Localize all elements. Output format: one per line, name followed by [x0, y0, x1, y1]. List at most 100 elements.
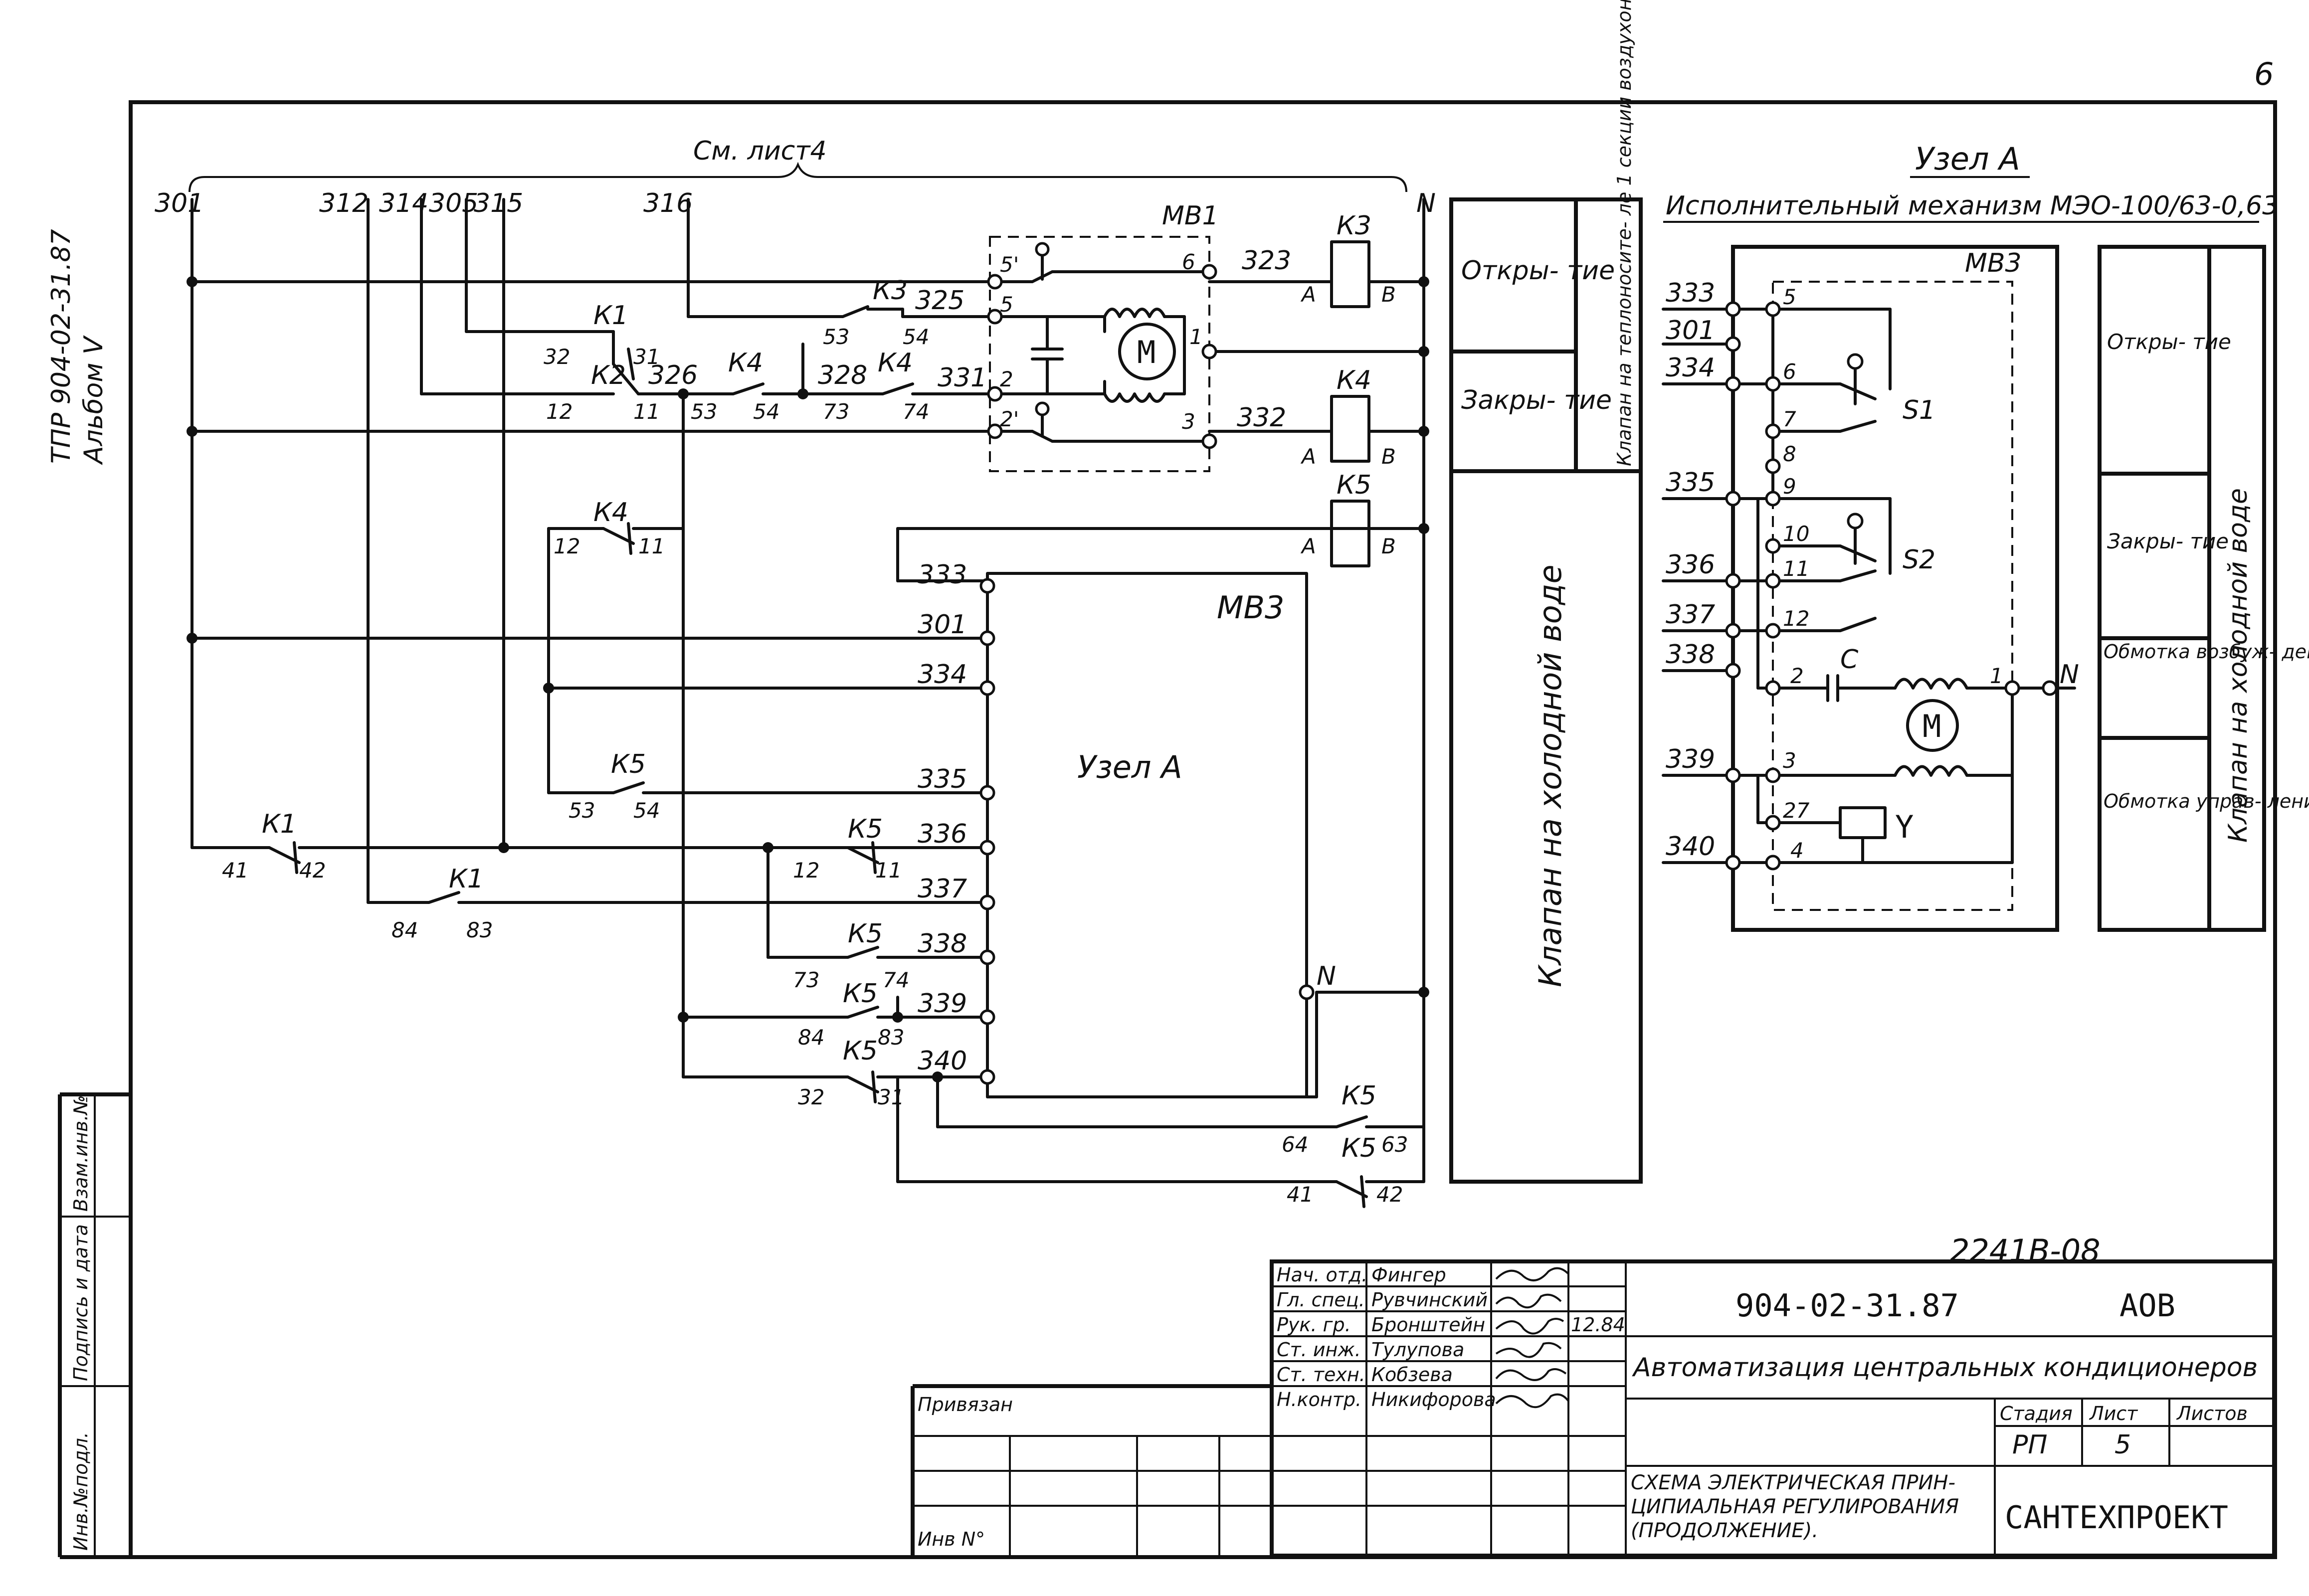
title-block-staff: Нач. отд. Гл. спец. Рук. гр. Ст. инж. Ст… [1277, 1264, 1625, 1411]
lower-labels: К4 12 11 333 301 334 К5 53 54 335 К1 41 … [222, 498, 1408, 1207]
label-k1-upper: К1 [593, 301, 628, 331]
label-31-340: 31 [878, 1085, 904, 1109]
mb1-internals [993, 242, 1211, 443]
wire-336: 336 [918, 819, 967, 849]
label-2: 2 [1000, 367, 1013, 391]
label-328: 328 [818, 360, 867, 390]
role-0: Нач. отд. [1277, 1264, 1367, 1286]
signature-3 [1495, 1342, 1562, 1358]
signature-1 [1495, 1293, 1562, 1309]
label-74: 74 [903, 399, 929, 424]
k3-coil-label: К3 [1337, 211, 1371, 241]
mb3-n-label: N [1317, 961, 1336, 991]
sign-date: 12.84 [1571, 1314, 1625, 1336]
mb1-label: МВ1 [1162, 201, 1219, 231]
label-53-lower: 53 [569, 798, 595, 823]
node-a-term-2: 2 [1790, 664, 1804, 688]
stamp-sign-date: Подпись и дата [70, 1224, 92, 1381]
bus-label-316: 316 [643, 188, 693, 218]
node-a-table-control: Обмотка управ- ления [2104, 790, 2309, 812]
node-a-subtitle: Исполнительный механизм МЭО-100/63-0,63 [1666, 191, 2279, 221]
label-73-338: 73 [793, 968, 819, 992]
function-close: Закры- тие [1461, 385, 1612, 415]
bus-label-n: N [1416, 188, 1436, 218]
label-73: 73 [823, 399, 849, 424]
bus-label-305: 305 [429, 188, 478, 218]
signature-0 [1495, 1267, 1569, 1281]
name-5: Никифорова [1371, 1389, 1496, 1411]
drawing-number: 2241В-08 [1950, 1233, 2101, 1269]
role-2: Рук. гр. [1277, 1314, 1351, 1336]
drawing-frame [58, 100, 2277, 1559]
label-1: 1 [1189, 325, 1203, 349]
label-k4-contact: К4 [878, 348, 913, 378]
wire-335: 335 [918, 764, 967, 794]
stamp-orig-inv: Инв.№подл. [70, 1432, 92, 1551]
see-sheet-note: См. лист4 [693, 136, 827, 166]
node-a-term-5: 5 [1783, 285, 1796, 309]
label-84: 84 [391, 918, 418, 942]
contact-symbols-top [612, 305, 914, 395]
label-12-336: 12 [793, 858, 819, 883]
node-a-labels: 333 301 334 335 336 337 338 339 340 5 6 … [1666, 278, 2079, 863]
label-k4-lower: К4 [593, 498, 628, 528]
mb3-label: МВ3 [1217, 589, 1284, 626]
node-a-wire-335: 335 [1666, 468, 1715, 498]
label-84-339: 84 [798, 1025, 824, 1050]
function-valve: Клапан на холодной воде [1532, 564, 1568, 987]
function-open: Откры- тие [1461, 256, 1615, 286]
node-a-y-label: Y [1895, 809, 1914, 845]
wire-340: 340 [918, 1046, 967, 1076]
label-5p: 5' [1000, 252, 1019, 277]
node-a-wire-301: 301 [1666, 316, 1715, 346]
label-b1: B [1381, 282, 1396, 307]
node-a-term-9: 9 [1783, 474, 1796, 499]
label-k5-338: К5 [848, 919, 883, 949]
vertical-buses [191, 198, 1425, 1128]
label-5: 5 [1000, 292, 1013, 317]
name-4: Кобзева [1371, 1364, 1453, 1386]
label-83-339: 83 [878, 1025, 904, 1050]
title-block-frame [911, 1259, 2276, 1558]
mb1-box [989, 236, 1210, 472]
stage-header: Стадия [2000, 1403, 2073, 1424]
label-31: 31 [633, 345, 660, 369]
label-63: 63 [1381, 1132, 1408, 1157]
node-a-term-1: 1 [1990, 664, 2003, 688]
wire-301: 301 [918, 610, 967, 640]
label-12: 12 [546, 399, 573, 424]
inv-number-label: Инв N° [918, 1528, 985, 1550]
sheets-header: Листов [2176, 1403, 2248, 1424]
name-0: Фингер [1371, 1264, 1446, 1286]
label-k1-lower2: К1 [449, 864, 484, 894]
node-a-mb3-label: МВ3 [1965, 248, 2022, 278]
node-a-neutral: N [2060, 660, 2079, 690]
junction-dots [187, 276, 1429, 1082]
node-a-wire-337: 337 [1666, 600, 1715, 630]
wire-333: 333 [918, 560, 967, 590]
node-a-term-6: 6 [1783, 359, 1796, 384]
node-a-term-3: 3 [1783, 748, 1796, 773]
node-a-table [2098, 245, 2266, 932]
node-a-table-close: Закры- тие [2107, 529, 2229, 553]
node-a-term-10: 10 [1783, 522, 1809, 546]
label-11-lower: 11 [638, 534, 665, 558]
label-11-336: 11 [875, 858, 902, 883]
function-table-mb1 [1449, 197, 1643, 1184]
node-a-wire-340: 340 [1666, 832, 1715, 862]
stamp-replace-inv: Взам.инв.№ [70, 1095, 92, 1212]
mb1-terminals [987, 264, 1217, 449]
label-k5-lower: К5 [611, 749, 646, 779]
k5-coil-label: К5 [1337, 470, 1371, 500]
name-2: Бронштейн [1371, 1314, 1485, 1336]
bus-label-315: 315 [474, 188, 523, 218]
contact-symbols-bottom [268, 522, 1368, 1208]
signature-2 [1495, 1318, 1564, 1335]
node-a-term-4: 4 [1790, 838, 1804, 863]
role-4: Ст. техн. [1277, 1364, 1365, 1386]
label-54: 54 [753, 399, 779, 424]
label-74-338: 74 [883, 968, 909, 992]
node-a-term-7: 7 [1783, 407, 1796, 431]
node-a-table-valve: Клапан на холодной воде [2223, 488, 2253, 843]
side-code: ТПР 904-02-31.87 [46, 229, 76, 464]
